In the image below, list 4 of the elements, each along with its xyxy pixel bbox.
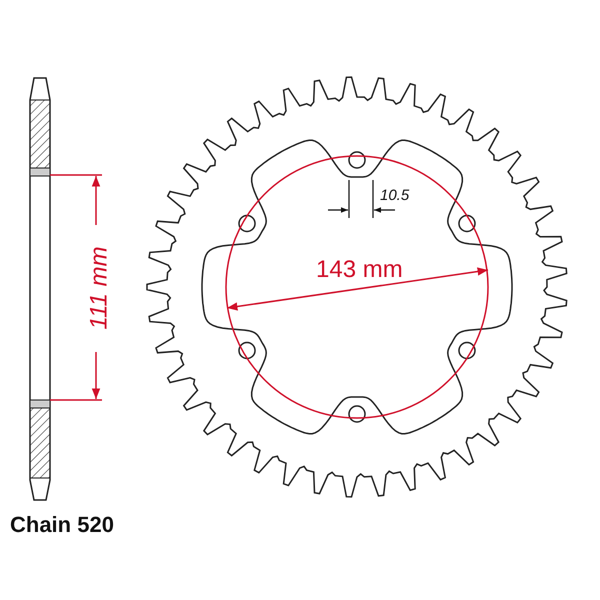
dimension-label: 111 mm	[88, 246, 112, 330]
dimension-label: 10.5	[380, 188, 410, 203]
chain-size-label: Chain 520	[10, 514, 114, 536]
dimension-label: 143 mm	[316, 258, 403, 282]
